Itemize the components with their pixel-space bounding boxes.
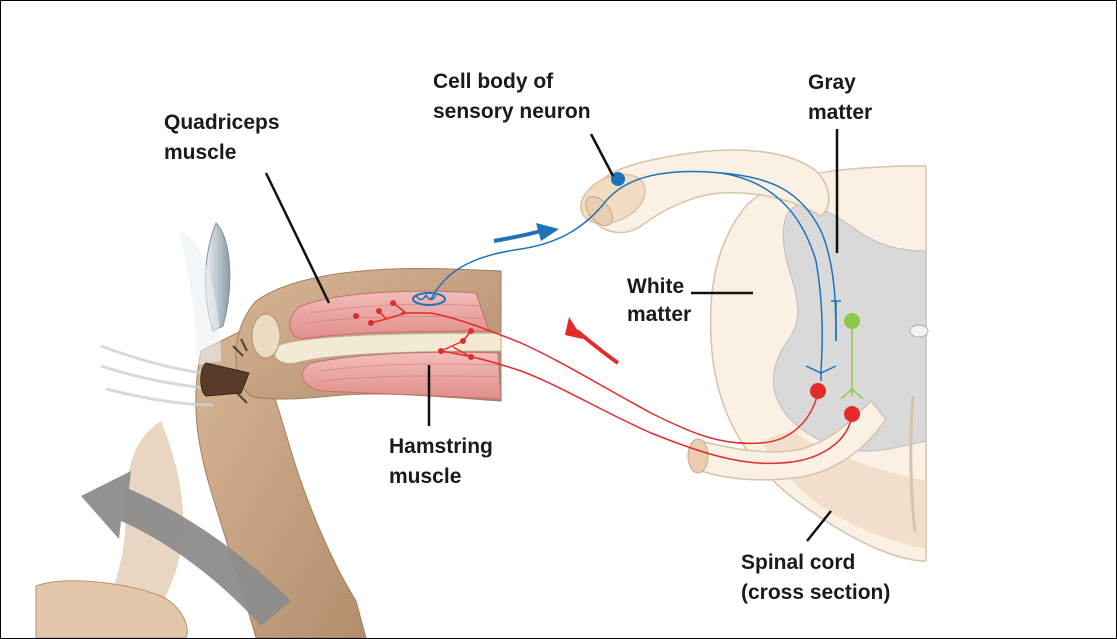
patella bbox=[252, 314, 280, 358]
label-cell-body: Cell body of sensory neuron bbox=[433, 70, 591, 123]
central-canal bbox=[910, 325, 928, 337]
interneuron-cell-body bbox=[844, 313, 860, 329]
label-spinal-cord: Spinal cord (cross section) bbox=[741, 551, 890, 604]
motor-direction-arrow bbox=[565, 317, 618, 363]
motor-neuron-cell-body-1 bbox=[810, 383, 826, 399]
label-quadriceps: Quadriceps muscle bbox=[164, 111, 285, 164]
leader-cell-body bbox=[591, 134, 613, 176]
ventral-root-cut-end bbox=[688, 439, 708, 473]
spinal-cord bbox=[711, 166, 928, 561]
motor-neuron-cell-body-2 bbox=[844, 406, 860, 422]
label-white-matter: White matter bbox=[627, 275, 691, 326]
reflex-hammer-icon bbox=[101, 223, 249, 405]
sensory-direction-arrow bbox=[494, 223, 559, 241]
label-hamstring: Hamstring muscle bbox=[389, 435, 499, 488]
label-gray-matter: Gray matter bbox=[808, 71, 872, 124]
